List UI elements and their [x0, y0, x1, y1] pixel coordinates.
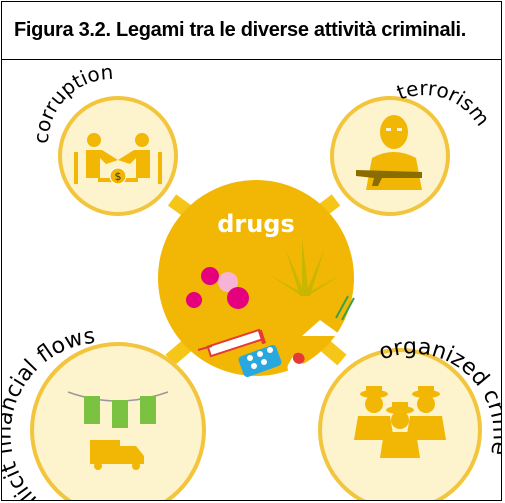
- diagram-area: $: [2, 60, 501, 500]
- pill-icon: [186, 267, 249, 309]
- diagram-svg: $: [2, 60, 501, 500]
- figure-header: Figura 3.2. Legami tra le diverse attivi…: [2, 2, 501, 60]
- figure-title: Figura 3.2. Legami tra le diverse attivi…: [14, 19, 467, 41]
- money-laundering-icon: [67, 391, 169, 470]
- blister-pack-icon: [238, 344, 282, 378]
- hub-drugs: drugs: [158, 180, 355, 378]
- handshake-bribe-icon: $: [74, 133, 162, 185]
- node-terrorism: [330, 96, 450, 216]
- node-organized-crime: [318, 348, 482, 500]
- gangsters-icon: [354, 386, 446, 458]
- powder-line-icon: [302, 295, 355, 336]
- cannabis-leaf-icon: [268, 238, 342, 296]
- svg-text:$: $: [115, 170, 122, 183]
- armed-terrorist-icon: [356, 115, 422, 190]
- node-corruption: $: [58, 96, 178, 216]
- capsule-icon: [287, 352, 305, 374]
- syringe-icon: [197, 328, 267, 358]
- node-illicit-financial-flows: [30, 342, 206, 500]
- hub-label: drugs: [217, 210, 295, 238]
